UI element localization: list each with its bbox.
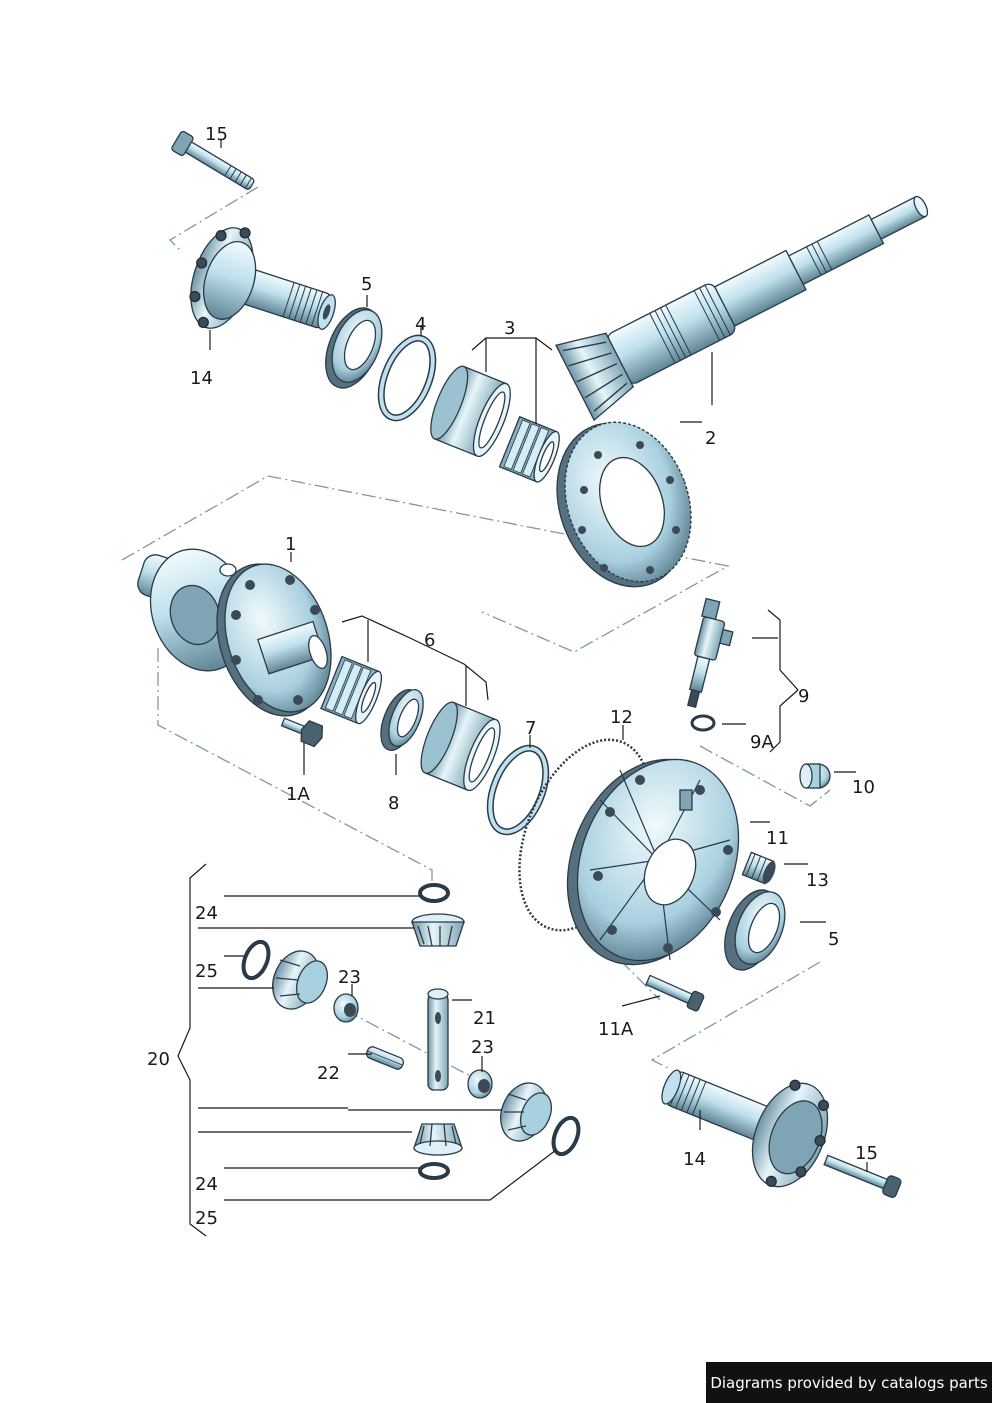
part-21-differential-pin[interactable] — [427, 988, 449, 1091]
credit-banner: Diagrams provided by catalogs parts — [706, 1362, 992, 1403]
label-23-right: 23 — [471, 1037, 494, 1058]
part-23-thrust-piece-right[interactable] — [467, 1069, 493, 1099]
label-21: 21 — [473, 1008, 496, 1029]
part-1A-screw[interactable] — [279, 712, 326, 748]
part-22-roll-pin[interactable] — [365, 1045, 405, 1070]
label-2: 2 — [705, 428, 716, 449]
part-13-plug[interactable] — [741, 851, 778, 885]
part-25-ring-lower[interactable] — [549, 1114, 584, 1157]
part-5-shaft-seal-lower[interactable] — [714, 882, 795, 978]
part-side-gear-lower[interactable] — [413, 1123, 463, 1156]
part-4-shim-ring[interactable] — [371, 331, 443, 425]
label-3: 3 — [504, 318, 515, 339]
label-24-lower: 24 — [195, 1174, 218, 1195]
label-20: 20 — [147, 1049, 170, 1070]
label-25-lower: 25 — [195, 1208, 218, 1229]
label-5-top: 5 — [361, 274, 372, 295]
label-14-lower: 14 — [683, 1149, 706, 1170]
part-labels: 15 14 5 4 3 2 1 6 1A 8 7 12 9 9A 10 11 1… — [147, 124, 878, 1229]
part-23-thrust-piece-left[interactable] — [333, 993, 359, 1023]
label-9: 9 — [798, 686, 809, 707]
label-15-top: 15 — [205, 124, 228, 145]
label-7: 7 — [525, 718, 536, 739]
part-6-taper-roller-bearing[interactable] — [320, 655, 507, 795]
part-5-shaft-seal-top[interactable] — [315, 300, 392, 396]
label-14-top: 14 — [190, 368, 213, 389]
part-planet-gear-left[interactable] — [264, 944, 333, 1016]
label-1A: 1A — [286, 784, 310, 805]
label-10: 10 — [852, 777, 875, 798]
label-15-lower: 15 — [855, 1143, 878, 1164]
part-9A-seal-ring[interactable] — [690, 714, 716, 732]
label-24-upper: 24 — [195, 903, 218, 924]
part-25-ring-upper[interactable] — [239, 938, 274, 981]
label-9A: 9A — [750, 732, 774, 753]
label-4: 4 — [415, 314, 426, 335]
part-10-cap[interactable] — [799, 763, 831, 789]
label-8: 8 — [388, 793, 399, 814]
part-15-bolt-lower[interactable] — [822, 1151, 902, 1199]
part-2-pinion-shaft-and-ring-gear[interactable] — [535, 167, 944, 605]
part-3-taper-roller-bearing[interactable] — [423, 362, 564, 485]
assembly-dash-lines — [121, 186, 831, 1081]
part-24-thrust-washer-lower[interactable] — [418, 1162, 450, 1180]
part-15-bolt-top[interactable] — [171, 130, 258, 194]
part-14-flange-lower[interactable] — [644, 1034, 842, 1199]
part-14-flange-top[interactable] — [178, 217, 350, 365]
part-9-speed-sensor[interactable] — [680, 597, 739, 712]
label-25-upper: 25 — [195, 961, 218, 982]
leader-lines — [177, 140, 868, 1237]
label-12: 12 — [610, 707, 633, 728]
part-7-shim-ring[interactable] — [479, 740, 556, 840]
label-6: 6 — [424, 630, 435, 651]
label-11A: 11A — [598, 1019, 634, 1040]
part-1-differential-housing[interactable] — [135, 536, 349, 730]
part-11A-bolt[interactable] — [644, 972, 705, 1012]
label-13: 13 — [806, 870, 829, 891]
part-8-sleeve[interactable] — [373, 684, 430, 755]
label-5-lower: 5 — [828, 929, 839, 950]
label-23-left: 23 — [338, 967, 361, 988]
label-1: 1 — [285, 534, 296, 555]
part-11-cover-housing[interactable] — [538, 734, 767, 989]
label-22: 22 — [317, 1063, 340, 1084]
part-24-thrust-washer-upper[interactable] — [418, 883, 450, 903]
label-11: 11 — [766, 828, 789, 849]
part-planet-gear-right[interactable] — [492, 1076, 557, 1148]
part-side-gear-upper[interactable] — [411, 913, 465, 947]
